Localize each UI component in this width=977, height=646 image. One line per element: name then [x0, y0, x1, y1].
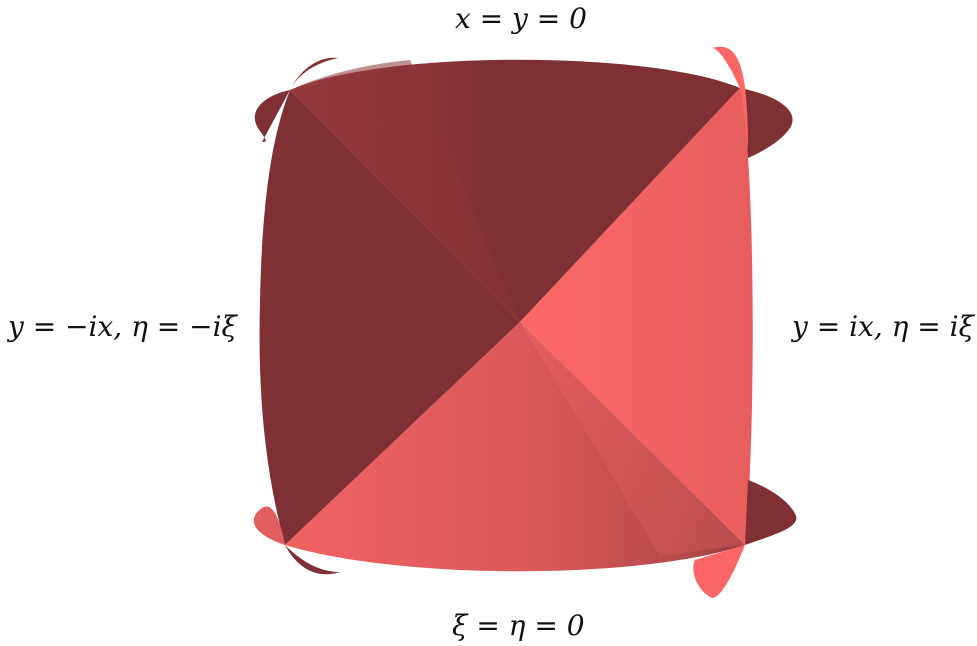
right-top-lobe [712, 46, 748, 150]
left-top-lobe [290, 57, 338, 90]
label-y-ix: y = ix, η = iξ [792, 310, 975, 343]
bottom-right-shade [520, 322, 745, 556]
label-xi-eta-zero: ξ = η = 0 [452, 609, 585, 642]
bottom-face [285, 322, 745, 572]
top-right-wing [740, 88, 793, 158]
top-left-wing [254, 90, 290, 142]
left-face [259, 90, 520, 545]
label-y-minus-ix: y = −ix, η = −iξ [8, 310, 237, 343]
right-face [520, 88, 753, 545]
bottom-left-wing [253, 506, 285, 545]
label-x-y-zero: x = y = 0 [455, 2, 587, 35]
top-left-shade [290, 60, 520, 322]
left-bottom-lobe [285, 545, 340, 575]
right-bottom-lobe [693, 545, 745, 598]
bottom-right-wing [745, 480, 797, 545]
